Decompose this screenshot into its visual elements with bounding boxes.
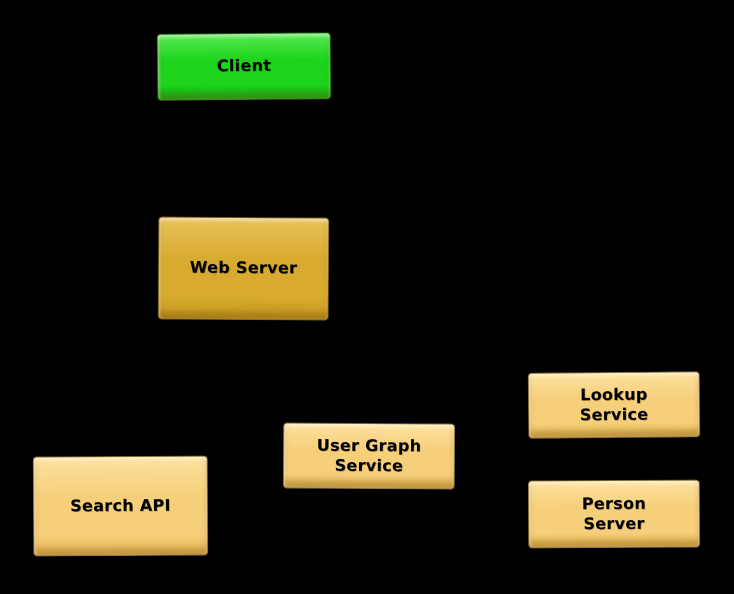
node-label-web-server: Web Server — [189, 257, 298, 278]
node-label-search-api: Search API — [70, 495, 171, 516]
node-web-server: Web Server — [157, 216, 330, 321]
node-label-user-graph-service: User Graph Service — [316, 435, 422, 476]
node-client: Client — [156, 32, 332, 101]
node-user-graph-service: User Graph Service — [282, 422, 456, 490]
node-search-api: Search API — [32, 455, 209, 557]
node-person-server: Person Server — [527, 479, 701, 549]
node-lookup-service: Lookup Service — [527, 371, 701, 439]
node-label-person-server: Person Server — [581, 493, 647, 534]
node-label-client: Client — [216, 56, 272, 76]
node-label-lookup-service: Lookup Service — [579, 384, 649, 425]
